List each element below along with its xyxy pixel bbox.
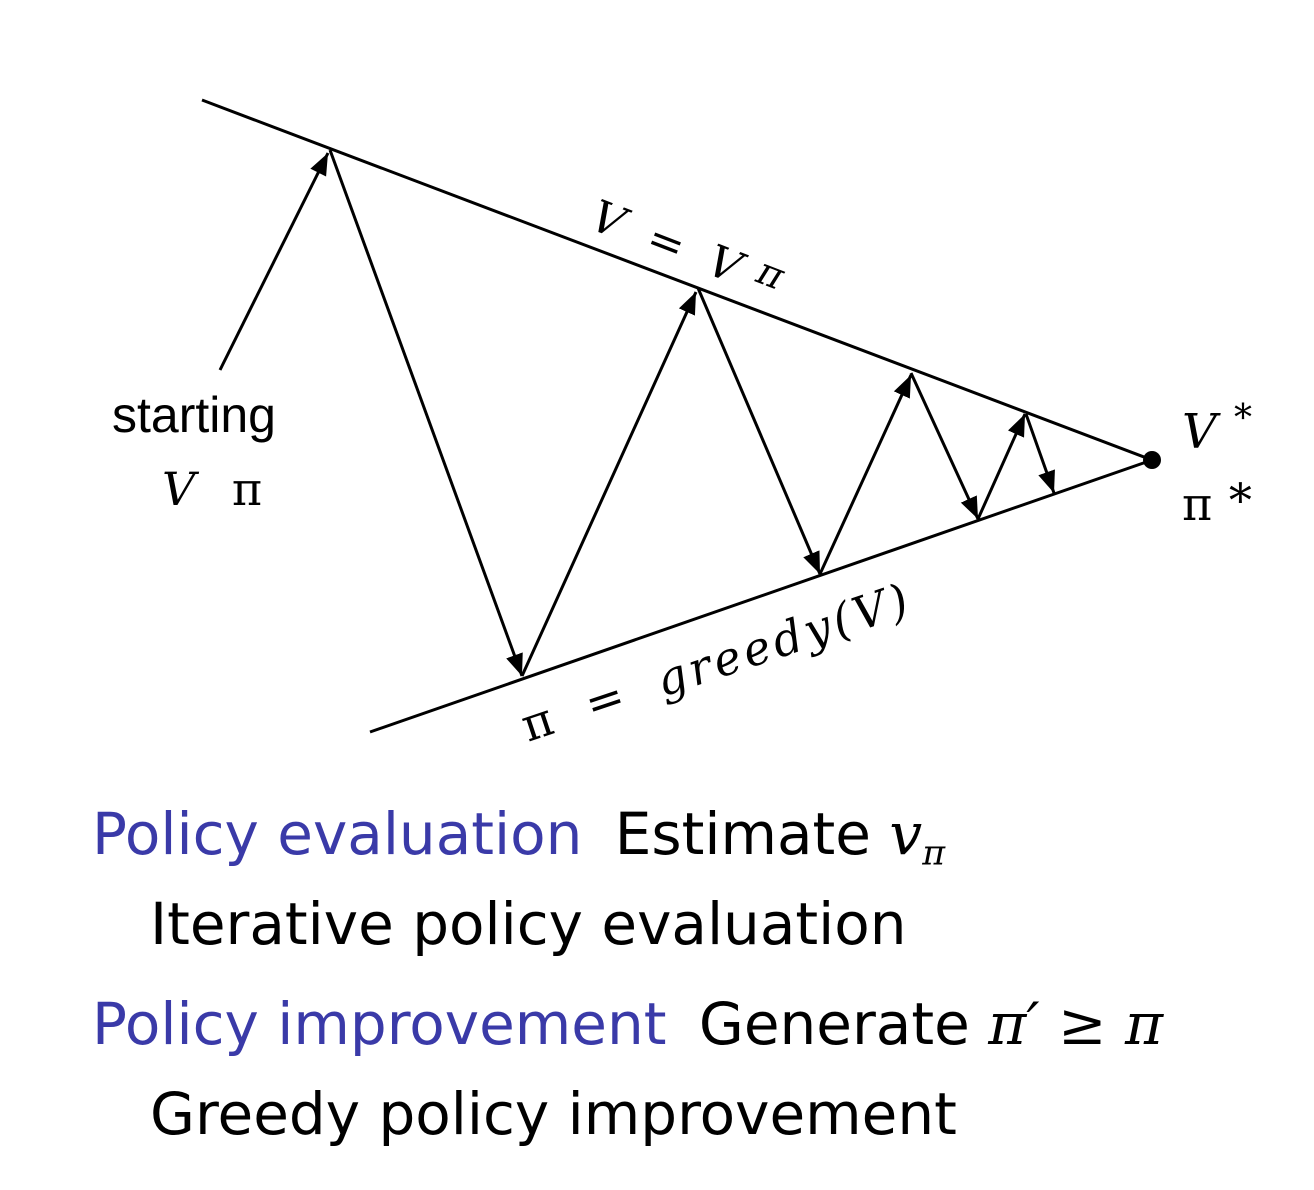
term-label: Policy evaluation [92,800,583,868]
star-superscript: * [1234,398,1252,439]
term-label: Policy improvement [92,990,667,1058]
policy-iteration-diagram: V = V π π = greedy(V) starting V π V * π… [112,98,1252,752]
eval-arrow-4 [1024,413,1056,494]
iteration-arrows [328,149,1056,677]
eval-arrow-2 [696,287,822,575]
description-text: Generate [698,990,989,1058]
improve-arrow-3 [976,413,1027,520]
v-symbol: V [700,235,752,296]
math-v: v [889,800,923,868]
svg-text:V *: V * [1182,398,1252,460]
eval-arrow-1 [328,149,524,677]
math-expression: π′ ≥ π [988,990,1164,1058]
star-symbol: * [1229,473,1252,527]
v-symbol: V [584,191,636,252]
pi-symbol: π [1182,477,1212,531]
policy-evaluation-line: Policy evaluation Estimate vπ [92,800,945,873]
pi-symbol: π [232,462,262,516]
improve-arrow-1 [520,291,698,677]
math-sub: π [922,833,946,874]
pi-symbol: π [514,690,564,752]
optimal-point [1143,451,1161,469]
svg-text:V = V π: V = V π [584,186,791,310]
value-line [201,98,1153,462]
svg-text:π *: π * [1182,473,1252,531]
eval-arrow-3 [909,372,980,520]
description-text: Estimate [614,800,890,868]
v-symbol: V [162,462,200,516]
detail-line: Iterative policy evaluation [150,890,906,958]
pi-superscript: π [750,248,791,299]
detail-text: Greedy policy improvement [150,1080,957,1148]
start-arrow [218,152,330,371]
equals-symbol: = [640,212,693,273]
v-symbol: V [1182,404,1221,460]
improve-arrow-2 [818,374,913,575]
detail-text: Iterative policy evaluation [150,890,907,958]
greedy-label: greedy(V) [649,572,919,708]
policy-improvement-line: Policy improvement Generate π′ ≥ π [92,990,1163,1058]
svg-text:V π: V π [162,462,262,516]
detail-line: Greedy policy improvement [150,1080,957,1148]
starting-label: starting [112,387,276,443]
policy-line [369,458,1153,734]
equals-symbol: = [578,667,635,732]
